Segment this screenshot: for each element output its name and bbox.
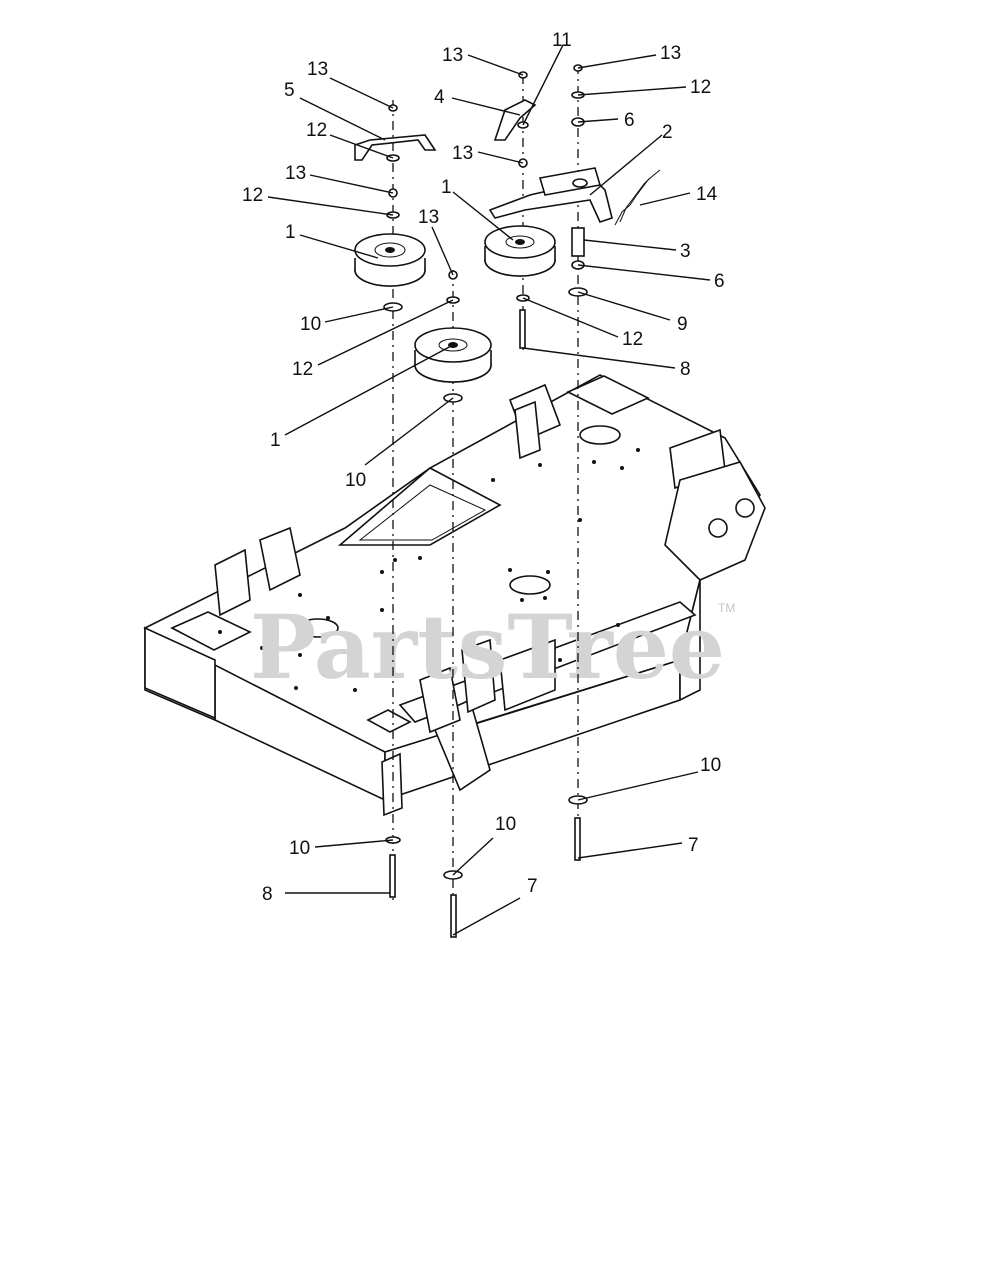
callout-label: 13 bbox=[285, 163, 306, 184]
callout-label: 14 bbox=[696, 184, 718, 205]
leader-lines bbox=[267, 44, 711, 936]
callout-label: 6 bbox=[714, 271, 725, 292]
callout-label: 9 bbox=[677, 314, 688, 335]
callout-label: 12 bbox=[292, 359, 313, 380]
callout-label: 8 bbox=[680, 359, 691, 380]
callout-label: 13 bbox=[660, 43, 681, 64]
watermark: PartsTree bbox=[250, 595, 725, 699]
hardware-parts bbox=[354, 64, 661, 938]
callout-label: 1 bbox=[441, 177, 452, 198]
callout-label: 1 bbox=[270, 430, 281, 451]
mower-deck-frame bbox=[143, 374, 766, 817]
callout-label: 1 bbox=[285, 222, 296, 243]
callout-label: 4 bbox=[434, 87, 445, 108]
callout-label: 10 bbox=[289, 838, 310, 859]
idler-pulley-center bbox=[414, 327, 492, 383]
callout-label: 13 bbox=[452, 143, 473, 164]
callout-label: 10 bbox=[495, 814, 516, 835]
callout-label: 5 bbox=[284, 80, 295, 101]
callout-label: 12 bbox=[690, 77, 711, 98]
callout-label: 7 bbox=[688, 835, 699, 856]
callout-label: 2 bbox=[662, 122, 673, 143]
callout-label: 13 bbox=[442, 45, 463, 66]
callout-label: 8 bbox=[262, 884, 273, 905]
callout-label: 6 bbox=[624, 110, 635, 131]
callout-label: 12 bbox=[242, 185, 263, 206]
callout-label: 10 bbox=[345, 470, 366, 491]
idler-pulley-right bbox=[484, 225, 556, 277]
callout-label: 12 bbox=[622, 329, 643, 350]
callout-label: 10 bbox=[300, 314, 321, 335]
callout-label: 12 bbox=[306, 120, 327, 141]
callout-label: 13 bbox=[307, 59, 328, 80]
callout-label: 7 bbox=[527, 876, 538, 897]
idler-pulley-left bbox=[354, 233, 426, 287]
watermark-trademark: TM bbox=[718, 601, 735, 615]
callout-label: 13 bbox=[418, 207, 439, 228]
callout-labels: 13 5 12 13 12 1 13 10 12 1 10 13 4 11 13… bbox=[242, 30, 725, 905]
callout-label: 11 bbox=[552, 30, 572, 51]
callout-label: 3 bbox=[680, 241, 691, 262]
callout-label: 10 bbox=[700, 755, 721, 776]
